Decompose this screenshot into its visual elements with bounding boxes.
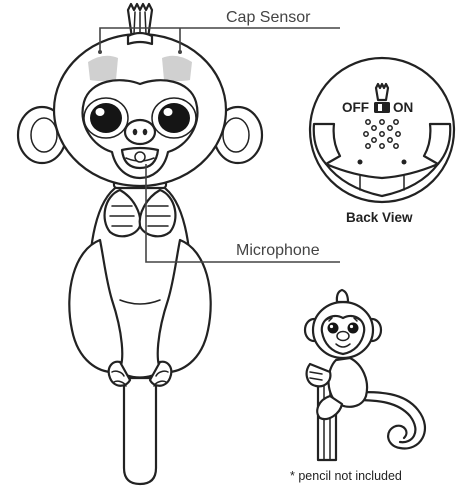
monkey-tail: [124, 378, 156, 484]
hair-tuft: [128, 4, 152, 44]
switch-on-label: ON: [393, 100, 413, 115]
switch-off-label: OFF: [342, 100, 369, 115]
cap-sensor-pad-right: [162, 56, 192, 81]
cap-sensor-pad-left: [88, 56, 118, 81]
cap-sensor-label: Cap Sensor: [226, 9, 311, 26]
back-view: OFF ON: [310, 58, 454, 202]
pencil-monkey: [305, 290, 425, 460]
snout: [125, 120, 155, 144]
microphone-port: [135, 152, 145, 162]
microphone-label: Microphone: [236, 242, 320, 259]
pencil-note: * pencil not included: [290, 469, 402, 483]
back-view-label: Back View: [346, 210, 413, 225]
power-switch: [374, 102, 390, 113]
main-monkey: [18, 4, 262, 484]
